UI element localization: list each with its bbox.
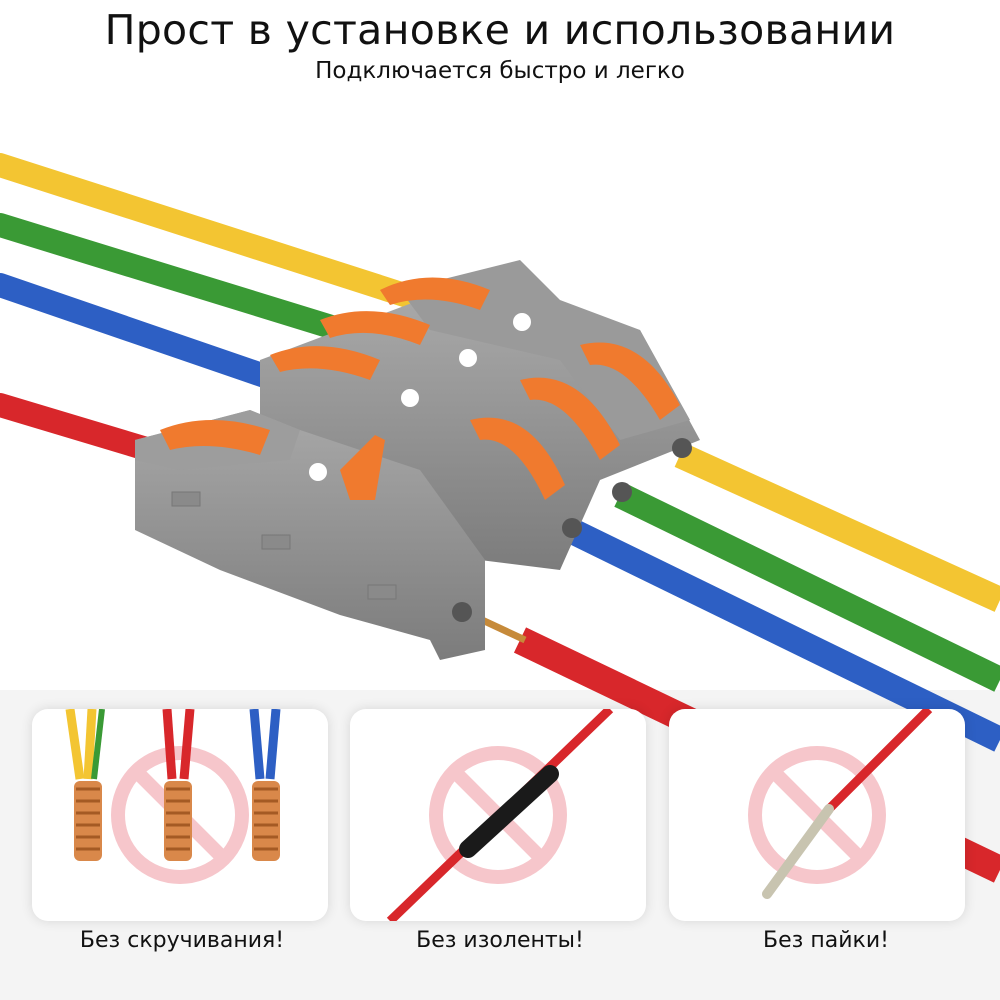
soldering-crossed-icon <box>748 709 933 899</box>
feature-panel-no-twisting <box>32 709 328 921</box>
feature-caption-no-soldering: Без пайки! <box>763 928 889 953</box>
insulating-tape-crossed-icon <box>386 709 614 921</box>
feature-caption-no-tape: Без изоленты! <box>416 928 584 953</box>
connector-single <box>135 410 485 660</box>
page-subtitle: Подключается быстро и легко <box>315 58 685 84</box>
feature-panel-no-tape <box>350 709 646 921</box>
feature-panel-no-soldering <box>669 709 965 921</box>
twisted-wires-crossed-icon <box>65 709 281 884</box>
feature-caption-no-twisting: Без скручивания! <box>79 928 285 953</box>
wires-left <box>0 153 432 477</box>
page-title: Прост в установке и использовании <box>104 6 896 54</box>
